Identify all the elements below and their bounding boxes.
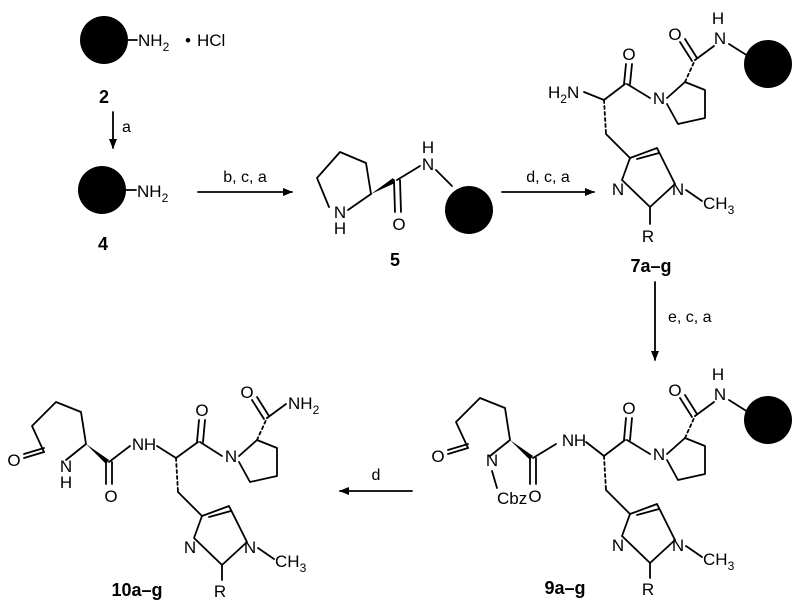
amide-n: N	[422, 155, 434, 174]
resin-bead-icon	[80, 16, 128, 64]
compound-10-label: 10a–g	[111, 580, 162, 600]
proline-n: N	[653, 445, 665, 464]
imidazole-n1: N	[672, 180, 684, 199]
carbonyl-o-2: O	[622, 399, 635, 418]
methyl-label: CH3	[703, 550, 735, 573]
amide-h: H	[144, 435, 156, 454]
lactam-o: O	[431, 447, 444, 466]
amide-h: H	[422, 138, 434, 157]
compound-2-label: 2	[99, 87, 109, 107]
amide-o: O	[668, 381, 681, 400]
carbonyl-o-2: O	[195, 401, 208, 420]
h2n-label: H2N	[548, 83, 579, 106]
imidazole-n3: N	[612, 536, 624, 555]
arrow-9-to-10: d	[339, 467, 413, 495]
compound-4: NH2 4	[78, 166, 169, 254]
resin-bead-icon	[78, 166, 126, 214]
arrow-5-to-7: d, c, a	[501, 169, 595, 196]
imidazole-n1: N	[672, 536, 684, 555]
hcl-label: HCl	[197, 31, 225, 50]
reagents-bca: b, c, a	[223, 169, 267, 186]
amide-h: H	[574, 431, 586, 450]
cbz-label: Cbz	[497, 489, 527, 508]
reagent-a: a	[122, 119, 131, 136]
resin-bead-icon	[744, 40, 792, 88]
compound-7-label: 7a–g	[630, 256, 671, 276]
amide-nh2: NH2	[288, 394, 320, 417]
carbonyl-o: O	[528, 487, 541, 506]
hcl-dot: •	[185, 31, 191, 50]
r-group: R	[214, 582, 226, 601]
reagent-d: d	[372, 467, 381, 484]
imidazole-n3: N	[612, 180, 624, 199]
imidazole-n1: N	[244, 538, 256, 557]
compound-9-label: 9a–g	[544, 578, 585, 598]
compound-9: O N Cbz O N H O N N CH3 R N O	[431, 365, 792, 599]
imidazole-n3: N	[184, 538, 196, 557]
lactam-h: H	[60, 473, 72, 492]
carbonyl-o: O	[622, 45, 635, 64]
compound-5: N H O N H 5	[316, 138, 493, 270]
resin-bead-icon	[744, 396, 792, 444]
reagents-eca: e, c, a	[668, 309, 712, 326]
amide-n: N	[562, 431, 574, 450]
methyl-label: CH3	[703, 194, 735, 217]
proline-n: N	[653, 89, 665, 108]
amine-label: NH2	[137, 182, 169, 205]
amide-n: N	[714, 29, 726, 48]
r-group: R	[642, 227, 654, 246]
amide-n-bead: N	[714, 385, 726, 404]
arrow-7-to-9: e, c, a	[651, 281, 712, 361]
arrow-2-to-4: a	[109, 111, 131, 149]
compound-4-label: 4	[98, 234, 108, 254]
ring-nh-h: H	[334, 219, 346, 238]
lactam-o: O	[7, 451, 20, 470]
compound-10: O N H O N H O N N CH3 R N O NH2 10a–g	[7, 383, 319, 601]
compound-2: NH2 • HCl 2	[80, 16, 225, 107]
carbonyl-o: O	[392, 215, 405, 234]
reagents-dca: d, c, a	[526, 169, 570, 186]
arrow-4-to-5: b, c, a	[197, 169, 293, 196]
carbonyl-o: O	[104, 487, 117, 506]
ring-n: N	[334, 203, 346, 222]
amide-h-bead: H	[712, 365, 724, 384]
amide-o: O	[240, 383, 253, 402]
r-group: R	[642, 580, 654, 599]
lactam-n: N	[486, 451, 498, 470]
compound-7: H2N O N N CH3 R N O N H 7a–g	[548, 9, 792, 276]
resin-bead-icon	[445, 186, 493, 234]
amide-h: H	[712, 9, 724, 28]
amide-n: N	[132, 435, 144, 454]
lactam-n: N	[60, 457, 72, 476]
amide-o: O	[668, 25, 681, 44]
amine-label: NH2	[138, 31, 170, 54]
methyl-label: CH3	[275, 552, 307, 575]
compound-5-label: 5	[390, 250, 400, 270]
proline-n: N	[225, 447, 237, 466]
